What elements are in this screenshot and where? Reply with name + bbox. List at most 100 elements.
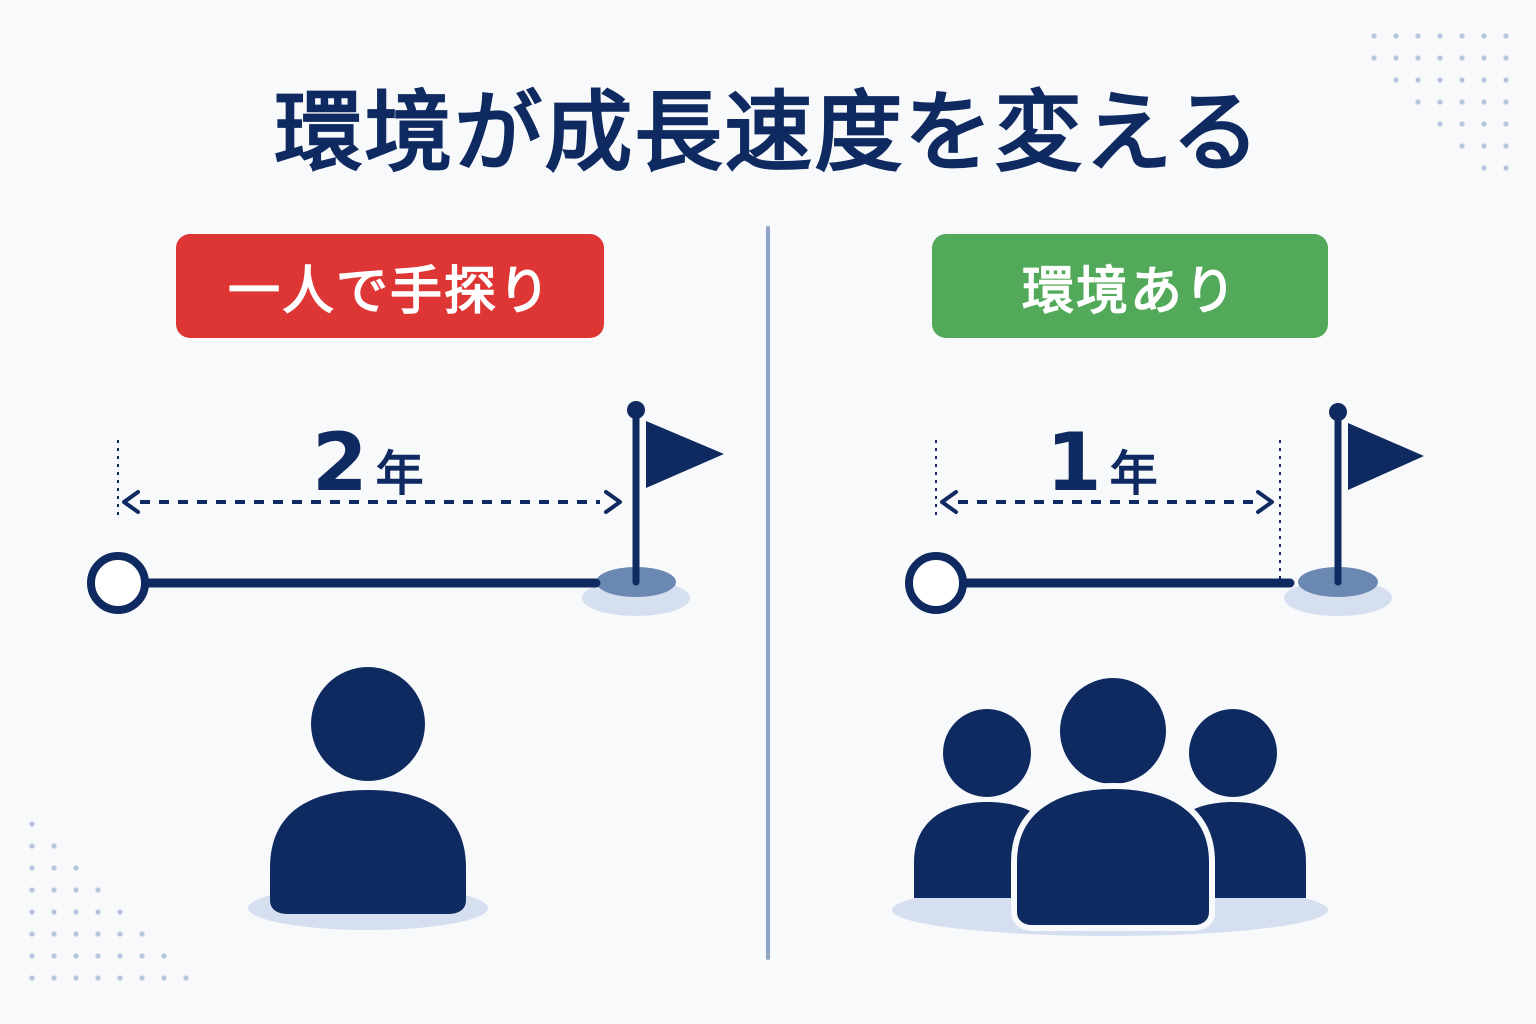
decor-dot — [51, 909, 57, 915]
decor-dot — [1503, 77, 1509, 83]
arrow-head-right — [604, 490, 622, 514]
decor-dot — [73, 975, 79, 981]
decor-dot — [1481, 55, 1487, 61]
group-person-center-body — [1011, 782, 1215, 931]
decor-dot — [1459, 99, 1465, 105]
start-circle-icon — [905, 552, 967, 614]
decor-dot — [29, 821, 35, 827]
page-title: 環境が成長速度を変える — [274, 81, 1262, 184]
decor-dot — [29, 865, 35, 871]
decor-dot — [1481, 77, 1487, 83]
decor-dot — [117, 975, 123, 981]
decor-dot — [1415, 99, 1421, 105]
decor-dot — [29, 909, 35, 915]
decor-dot — [1371, 33, 1377, 39]
decor-dot — [51, 843, 57, 849]
decor-dot — [29, 953, 35, 959]
decor-dot — [51, 865, 57, 871]
duration-solo: 2 年 — [312, 416, 424, 509]
person-head — [311, 667, 425, 781]
decor-dot — [51, 953, 57, 959]
duration-solo-unit: 年 — [375, 446, 424, 502]
group-person-right-head — [1189, 709, 1277, 797]
decor-dot — [117, 953, 123, 959]
decor-dot — [1415, 55, 1421, 61]
decor-dot — [73, 953, 79, 959]
decor-dot — [51, 975, 57, 981]
decor-dot — [1503, 121, 1509, 127]
decor-dot — [1437, 55, 1443, 61]
decor-dot — [29, 887, 35, 893]
decor-dot — [29, 931, 35, 937]
goal-flag-icon — [627, 401, 724, 586]
decor-dot — [1459, 55, 1465, 61]
decor-dot — [1393, 55, 1399, 61]
decor-dot — [1459, 121, 1465, 127]
decor-dot — [95, 887, 101, 893]
decor-dot — [139, 975, 145, 981]
arrow-head-left — [940, 490, 958, 514]
arrow-head-left — [122, 490, 140, 514]
decor-dot — [1503, 55, 1509, 61]
decor-dot — [1371, 55, 1377, 61]
decor-dot — [95, 975, 101, 981]
duration-solo-number: 2 — [312, 416, 368, 509]
decor-dot — [1503, 143, 1509, 149]
decor-dot — [139, 931, 145, 937]
decor-dot — [1393, 77, 1399, 83]
decor-dot — [1437, 121, 1443, 127]
decor-dot — [1503, 99, 1509, 105]
decor-dot — [161, 975, 167, 981]
decor-dot — [1437, 99, 1443, 105]
arrow-head-right — [1256, 490, 1274, 514]
decor-dot — [51, 887, 57, 893]
decor-dot — [1437, 33, 1443, 39]
start-circle-icon — [87, 552, 149, 614]
decor-dot — [1459, 143, 1465, 149]
decor-dot — [183, 975, 189, 981]
decor-dot — [1415, 77, 1421, 83]
duration-environment-unit: 年 — [1109, 446, 1158, 502]
decor-dot — [73, 865, 79, 871]
decor-dot — [1415, 33, 1421, 39]
decor-dot — [1481, 121, 1487, 127]
decor-dot — [95, 953, 101, 959]
decor-dot — [139, 953, 145, 959]
decor-dot — [161, 953, 167, 959]
decor-dot — [1503, 33, 1509, 39]
decor-dot — [1481, 165, 1487, 171]
decor-dot — [73, 909, 79, 915]
label-solo-badge: 一人で手探り — [176, 234, 604, 338]
label-environment-badge: 環境あり — [932, 234, 1328, 338]
decor-dot — [73, 931, 79, 937]
goal-flag-icon — [1329, 403, 1424, 586]
decor-dot — [117, 931, 123, 937]
decor-dot — [1393, 33, 1399, 39]
decor-dot — [29, 843, 35, 849]
decor-dot — [1437, 77, 1443, 83]
duration-environment-number: 1 — [1046, 416, 1102, 509]
decor-dot — [117, 909, 123, 915]
group-person-left-head — [943, 709, 1031, 797]
decor-dot — [1481, 143, 1487, 149]
decor-dot — [95, 909, 101, 915]
person-body — [270, 790, 466, 914]
decor-dot — [51, 931, 57, 937]
decor-dot — [1459, 33, 1465, 39]
decor-dot — [29, 975, 35, 981]
decor-dot — [73, 887, 79, 893]
decor-dot — [1459, 77, 1465, 83]
decor-dot — [95, 931, 101, 937]
center-divider — [766, 226, 770, 960]
duration-environment: 1 年 — [1046, 416, 1158, 509]
decor-dot — [1503, 165, 1509, 171]
decor-dot — [1481, 33, 1487, 39]
group-person-center-head — [1054, 672, 1172, 790]
decor-dot — [1481, 99, 1487, 105]
